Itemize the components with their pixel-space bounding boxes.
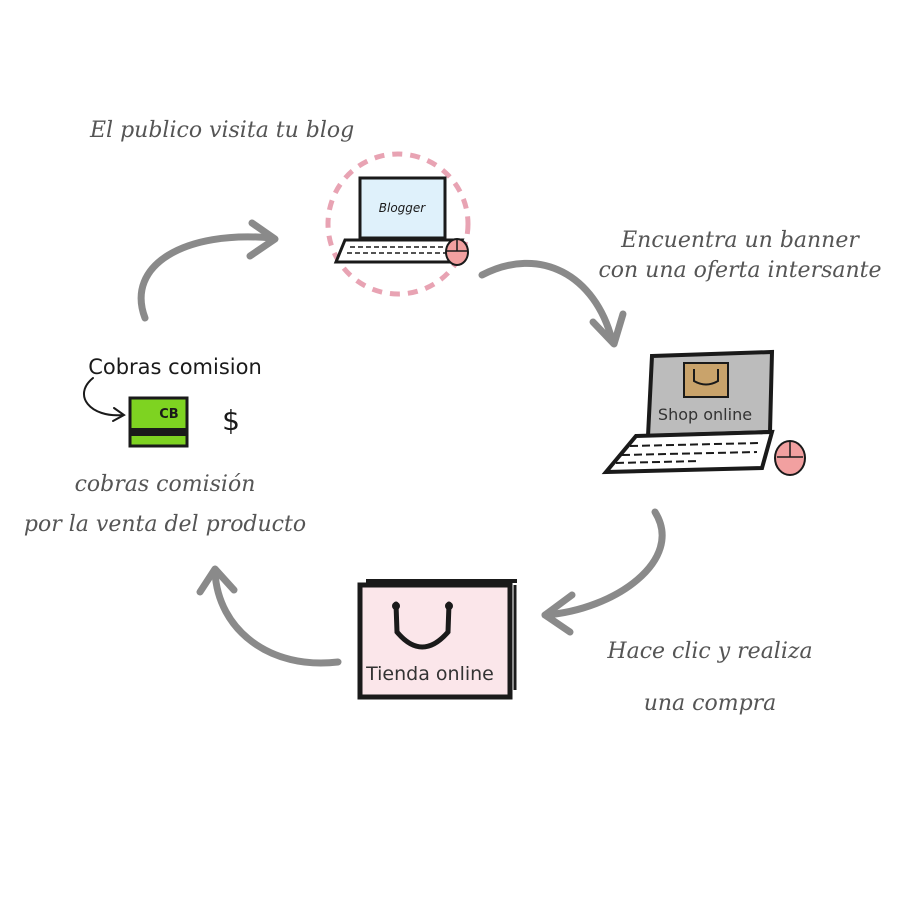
dollar-sign-icon: $ xyxy=(222,404,240,437)
cobras-comision-handwritten: Cobras comision xyxy=(88,355,262,379)
caption-banner-line2: con una oferta intersante xyxy=(590,256,890,286)
caption-commission-line1: cobras comisión xyxy=(0,465,330,505)
mouse-icon xyxy=(775,441,805,475)
blogger-screen-label: Blogger xyxy=(379,201,427,215)
arrow-commission-to-blog xyxy=(141,223,275,318)
banner-offer-illustration: Shop online xyxy=(606,352,805,475)
arrow-purchase-to-commission xyxy=(200,569,338,663)
online-store-bag-illustration: Tienda online xyxy=(360,581,517,697)
arrow-banner-to-purchase xyxy=(545,512,662,632)
caption-banner-line1: Encuentra un banner xyxy=(590,226,890,256)
card-cb-label: CB xyxy=(159,407,178,422)
shopping-box-icon xyxy=(684,363,728,397)
laptop-icon xyxy=(336,178,462,262)
shop-online-screen-label: Shop online xyxy=(658,405,752,424)
caption-purchase-line2: una compra xyxy=(590,678,830,730)
caption-purchase: Hace clic y realiza una compra xyxy=(590,626,830,730)
tienda-online-bag-label: Tienda online xyxy=(365,663,494,685)
commission-illustration: Cobras comision CB $ xyxy=(84,355,262,446)
curved-pointer-arrow-icon xyxy=(84,378,124,421)
blog-visit-illustration: Blogger xyxy=(328,154,468,294)
caption-purchase-line1: Hace clic y realiza xyxy=(590,626,830,678)
caption-banner-offer: Encuentra un banner con una oferta inter… xyxy=(590,226,890,286)
caption-commission-line2: por la venta del producto xyxy=(0,505,330,545)
credit-card-icon xyxy=(130,398,187,446)
caption-commission: cobras comisión por la venta del product… xyxy=(0,465,330,545)
caption-visit-blog: El publico visita tu blog xyxy=(90,116,354,146)
mouse-icon xyxy=(446,239,468,265)
